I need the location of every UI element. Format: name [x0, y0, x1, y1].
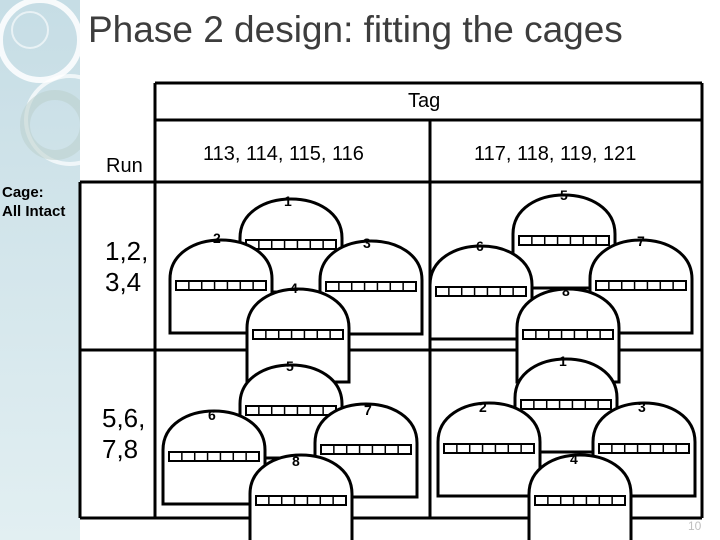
run-label-row2: 5,6, 7,8 — [102, 403, 145, 465]
run-label-row2-line1: 5,6, — [102, 403, 146, 433]
column-header-2: 117, 118, 119, 121 — [474, 143, 637, 165]
run-header: Run — [106, 155, 143, 177]
cage-r1c2-a: 5 — [511, 187, 617, 290]
cage-r1c2-d-number: 8 — [562, 283, 570, 299]
run-label-row2-line2: 7,8 — [102, 434, 139, 464]
column-header-1: 113, 114, 115, 116 — [203, 143, 364, 165]
side-label-line1: Cage: — [2, 184, 44, 201]
run-label-row1-line2: 3,4 — [105, 267, 142, 297]
cage-r1c2-a-number: 5 — [560, 187, 568, 203]
sidebar-decoration — [0, 0, 80, 540]
cage-r1c1-b: 2 — [168, 230, 274, 335]
cage-r2c2-a-number: 1 — [559, 353, 567, 369]
cage-r2c1-b: 6 — [161, 407, 267, 506]
swirl-decoration — [0, 0, 80, 83]
slide-title: Phase 2 design: fitting the cages — [88, 9, 623, 50]
cage-r2c1-d-number: 8 — [292, 453, 300, 469]
cage-r1c2-c-number: 7 — [637, 233, 645, 249]
run-label-row1: 1,2, 3,4 — [105, 236, 148, 298]
run-label-row1-line1: 1,2, — [105, 236, 149, 266]
cage-r1c1-c-number: 3 — [363, 235, 371, 251]
side-label-line2: All Intact — [2, 203, 66, 220]
cage-r1c2-b: 6 — [428, 238, 534, 341]
cage-r1c1-a-number: 1 — [284, 193, 292, 209]
cage-r1c1-d: 4 — [245, 280, 351, 384]
cage-r2c1-b-number: 6 — [208, 407, 216, 423]
cage-r2c2-d-number: 4 — [570, 451, 578, 467]
cage-r2c2-b: 2 — [436, 399, 542, 498]
cage-r1c1-b-number: 2 — [213, 230, 221, 246]
cage-r2c2-d: 4 — [527, 451, 633, 540]
cage-r2c1-a-number: 5 — [286, 358, 294, 374]
cage-r1c2-d: 8 — [515, 283, 621, 384]
cage-r1c2-b-number: 6 — [476, 238, 484, 254]
cage-condition-label: Cage: All Intact — [2, 183, 65, 221]
cage-r2c2-b-number: 2 — [479, 399, 487, 415]
page-number: 10 — [688, 519, 702, 533]
cage-r1c1-d-number: 4 — [290, 280, 298, 296]
tag-header: Tag — [408, 90, 441, 112]
cages-layer: 1 2 3 4 5 6 7 8 5 6 7 8 1 2 3 4 — [161, 187, 697, 540]
cage-r2c2-c-number: 3 — [638, 399, 646, 415]
cage-r2c2-a: 1 — [513, 353, 619, 454]
cage-r2c1-d: 8 — [248, 453, 354, 540]
cage-r2c1-c-number: 7 — [364, 402, 372, 418]
